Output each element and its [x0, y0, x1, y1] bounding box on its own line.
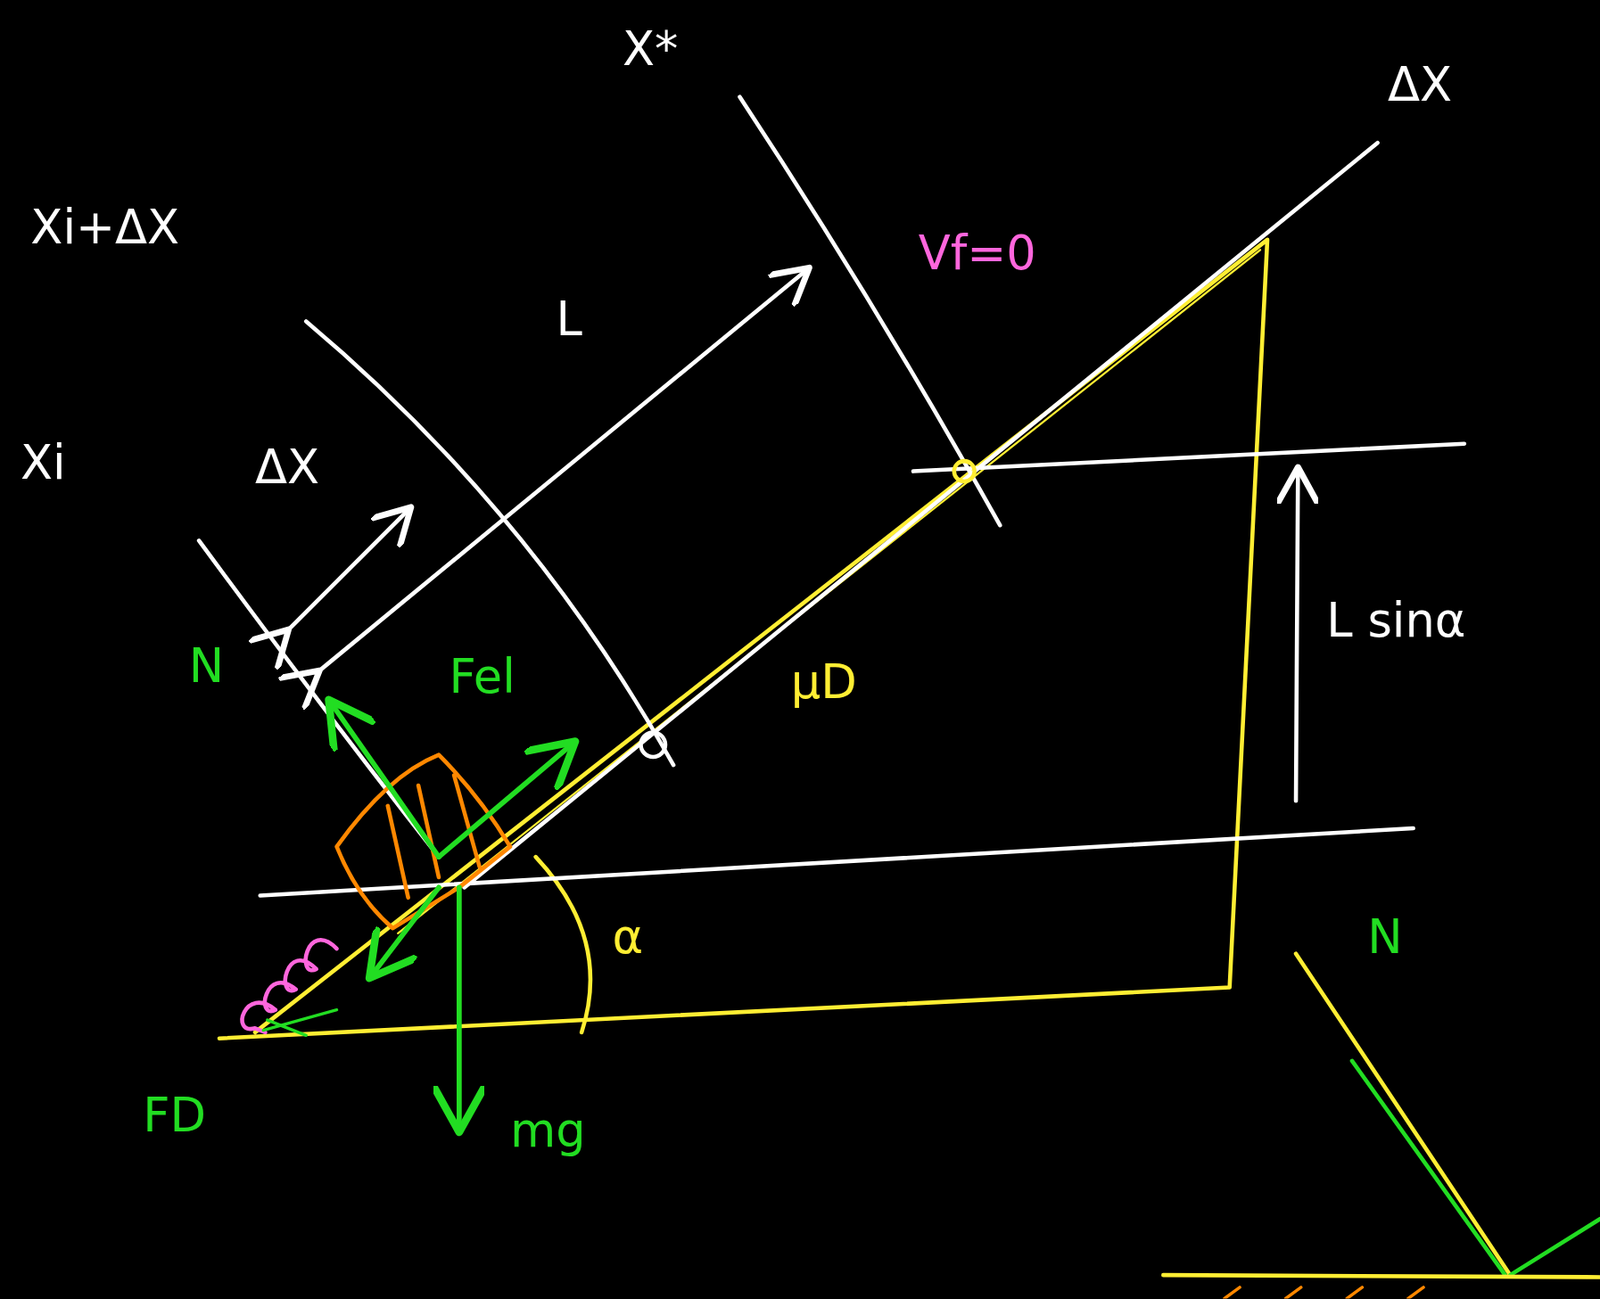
axis-label: Xi+ΔX: [30, 204, 180, 252]
dimension-label: L sinα: [1326, 596, 1466, 644]
force-label: Fel: [448, 652, 515, 701]
force-label: mg: [510, 1106, 586, 1155]
axis-label: ΔX: [1387, 61, 1452, 109]
angle-label: α: [611, 913, 644, 961]
friction-label: μD: [791, 658, 858, 706]
velocity-label: Vf=0: [918, 229, 1037, 277]
dimension-label: L: [556, 296, 583, 344]
force-label: FD: [142, 1091, 207, 1139]
axis-label: X*: [622, 25, 678, 74]
force-label: N: [1367, 913, 1403, 961]
axis-label: Xi: [20, 438, 66, 487]
dimension-label: ΔX: [255, 444, 320, 492]
force-label: N: [189, 643, 224, 691]
